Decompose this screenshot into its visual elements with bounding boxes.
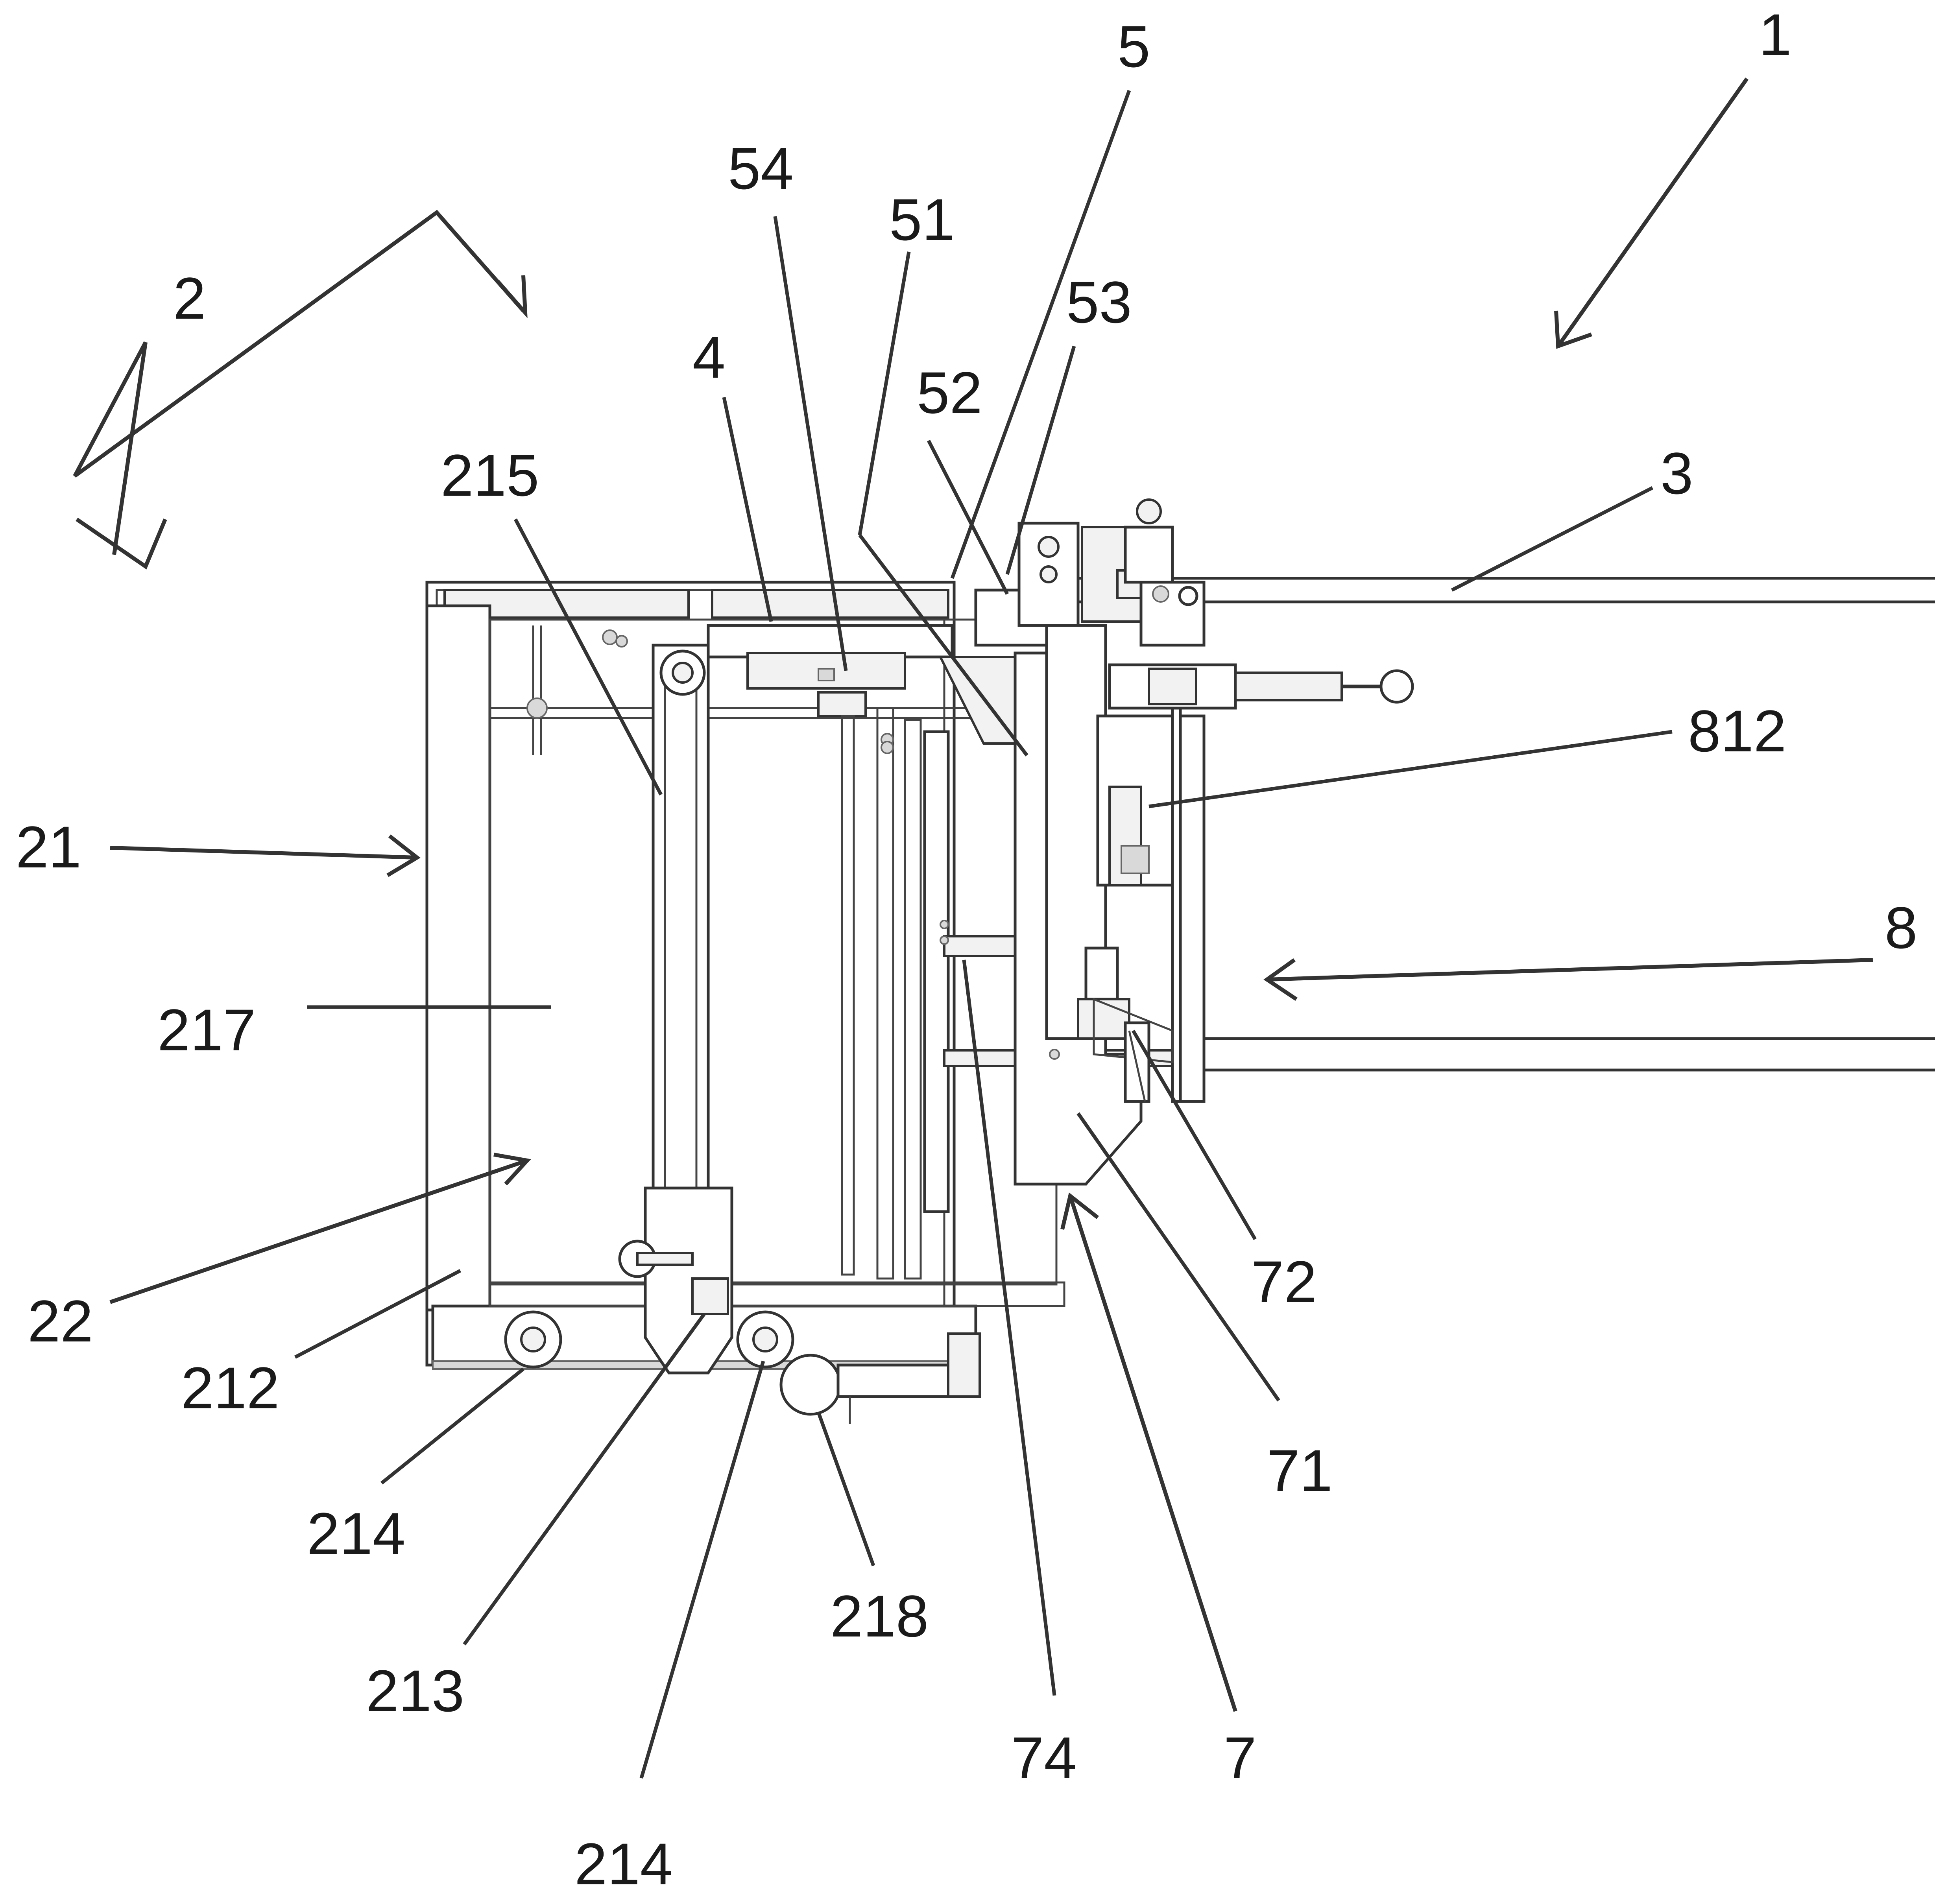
label-812: 812: [1688, 698, 1786, 764]
label-71: 71: [1267, 1437, 1333, 1504]
label-4: 4: [692, 324, 725, 390]
label-72: 72: [1251, 1249, 1317, 1315]
label-7: 7: [1224, 1725, 1256, 1791]
label-54: 54: [728, 135, 794, 201]
label-214-bottom: 214: [574, 1831, 673, 1897]
label-3: 3: [1660, 440, 1693, 506]
label-51: 51: [889, 186, 955, 253]
label-8: 8: [1885, 895, 1917, 961]
label-74: 74: [1011, 1725, 1077, 1791]
label-1: 1: [1759, 2, 1791, 68]
label-22: 22: [28, 1288, 93, 1354]
label-217: 217: [157, 997, 256, 1063]
label-21: 21: [16, 814, 81, 880]
leader-lines: [73, 77, 1873, 1779]
label-53: 53: [1066, 269, 1132, 335]
reference-numerals: 1 2 3 5 54 51 53 4 52 215 812 21 8 217 7…: [16, 2, 1917, 1897]
machine-body: [425, 498, 1935, 1424]
label-2: 2: [173, 265, 206, 331]
label-215: 215: [441, 442, 539, 508]
label-214-left: 214: [307, 1500, 405, 1566]
label-212: 212: [181, 1355, 279, 1421]
label-213: 213: [366, 1658, 464, 1724]
label-52: 52: [917, 360, 982, 426]
label-218: 218: [830, 1583, 929, 1649]
label-5: 5: [1117, 13, 1150, 79]
